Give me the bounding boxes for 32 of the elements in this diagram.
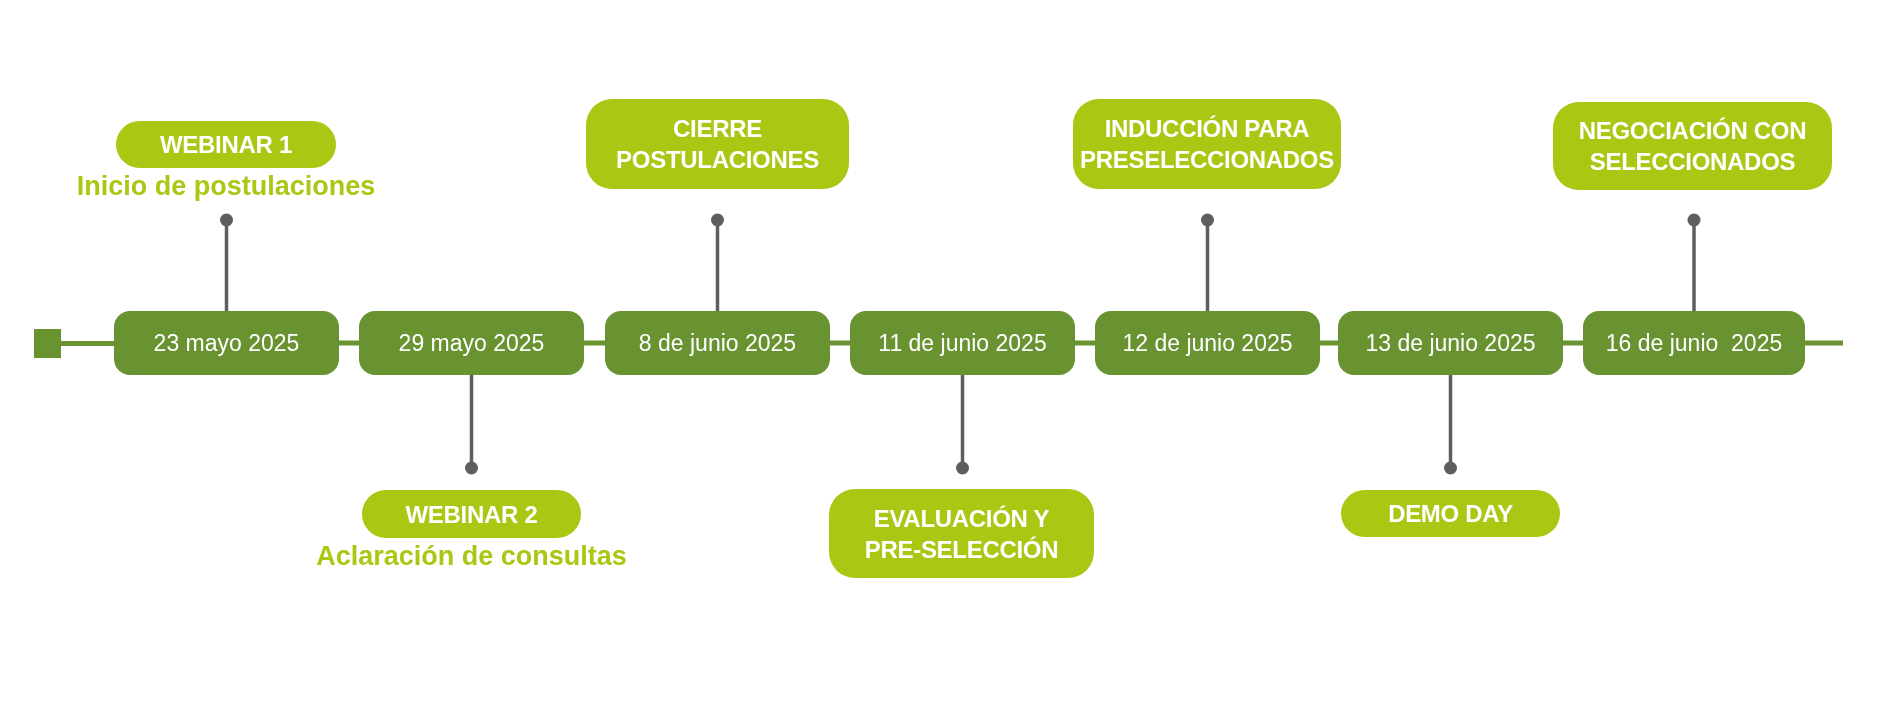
leader-line [956, 375, 969, 475]
date-pill: 16 de junio 2025 [1583, 311, 1805, 375]
leader-line [465, 375, 478, 475]
caption-text: Aclaración de consultas [316, 540, 627, 572]
milestone-pill: DEMO DAY [1341, 490, 1560, 537]
timeline-line [584, 340, 605, 346]
date-pill: 8 de junio 2025 [605, 311, 830, 375]
leader-line [711, 213, 724, 311]
milestone-pill: CIERRE POSTULACIONES [586, 99, 849, 189]
timeline-line [339, 340, 359, 346]
leader-line [220, 213, 233, 311]
milestone-pill: WEBINAR 1 [116, 121, 336, 168]
date-pill: 23 mayo 2025 [114, 311, 339, 375]
leader-line [1201, 213, 1214, 311]
milestone-pill: NEGOCIACIÓN CON SELECCIONADOS [1553, 102, 1832, 190]
timeline-line [1563, 340, 1583, 346]
milestone-pill: INDUCCIÓN PARA PRESELECCIONADOS [1073, 99, 1341, 189]
timeline-line [1805, 340, 1843, 346]
timeline-line [1075, 340, 1095, 346]
date-pill: 13 de junio 2025 [1338, 311, 1563, 375]
milestone-pill: EVALUACIÓN Y PRE-SELECCIÓN [829, 489, 1094, 578]
timeline-line [830, 340, 850, 346]
date-pill: 11 de junio 2025 [850, 311, 1075, 375]
milestone-pill: WEBINAR 2 [362, 490, 581, 538]
date-pill: 12 de junio 2025 [1095, 311, 1320, 375]
leader-line [1444, 375, 1457, 475]
date-pill: 29 mayo 2025 [359, 311, 584, 375]
timeline-line [1320, 340, 1338, 346]
start-marker [34, 329, 61, 358]
caption-text: Inicio de postulaciones [76, 170, 376, 202]
leader-line [1687, 213, 1701, 311]
timeline-line [61, 341, 114, 346]
